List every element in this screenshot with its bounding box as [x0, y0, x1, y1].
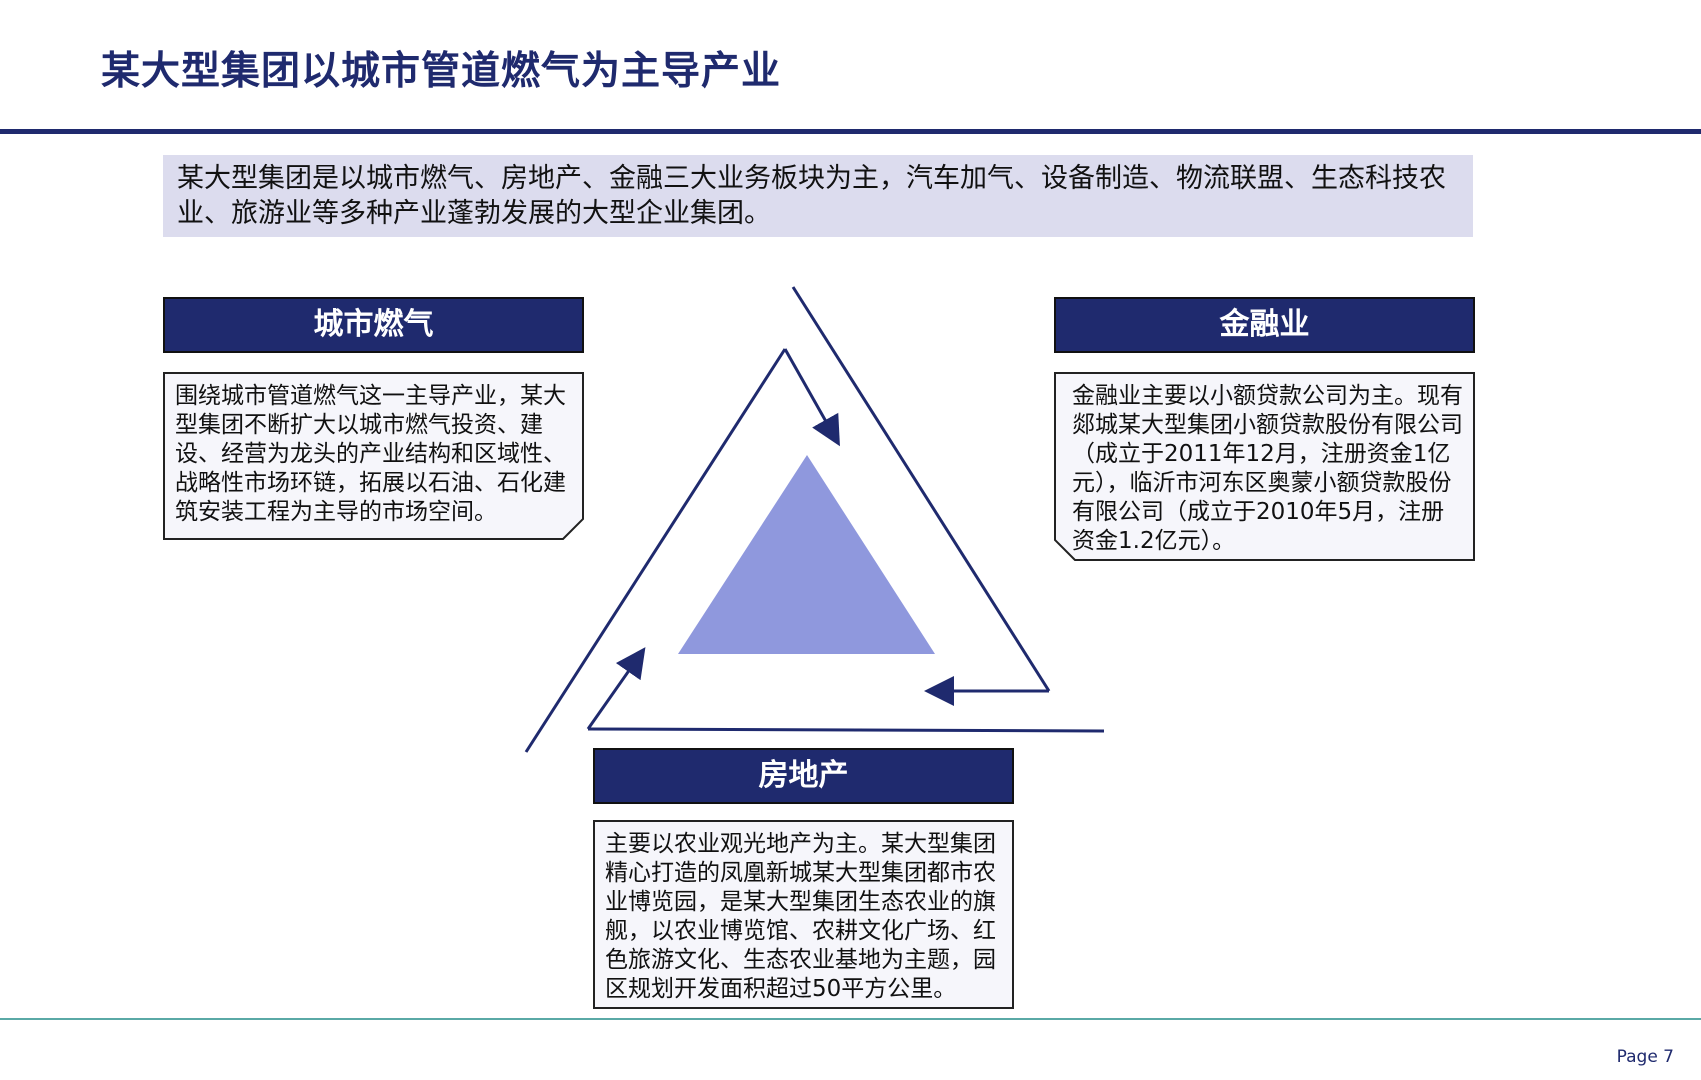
gas-header: 城市燃气	[163, 297, 584, 353]
realestate-header: 房地产	[593, 748, 1014, 804]
page-number: Page 7	[1616, 1047, 1674, 1067]
title-divider	[0, 129, 1701, 134]
page-fold-icon	[562, 518, 584, 540]
page-title: 某大型集团以城市管道燃气为主导产业	[101, 49, 782, 94]
finance-header: 金融业	[1054, 297, 1475, 353]
finance-description: 金融业主要以小额贷款公司为主。现有郯城某大型集团小额贷款股份有限公司（成立于20…	[1054, 372, 1475, 561]
arrow-top	[783, 348, 840, 447]
realestate-description: 主要以农业观光地产为主。某大型集团精心打造的凤凰新城某大型集团都市农业博览园，是…	[593, 820, 1014, 1009]
arrow-bottom	[586, 647, 646, 730]
gas-description: 围绕城市管道燃气这一主导产业，某大型集团不断扩大以城市燃气投资、建设、经营为龙头…	[163, 372, 584, 540]
page-fold-icon	[1054, 539, 1076, 561]
intro-banner: 某大型集团是以城市燃气、房地产、金融三大业务板块为主，汽车加气、设备制造、物流联…	[163, 155, 1473, 237]
realestate-description-text: 主要以农业观光地产为主。某大型集团精心打造的凤凰新城某大型集团都市农业博览园，是…	[605, 831, 996, 1002]
bottom-edge-line	[587, 727, 1105, 733]
right-edge-line	[791, 286, 1051, 692]
center-triangle	[678, 455, 935, 654]
footer-divider	[0, 1018, 1701, 1020]
gas-description-text: 围绕城市管道燃气这一主导产业，某大型集团不断扩大以城市燃气投资、建设、经营为龙头…	[175, 383, 566, 525]
left-edge-line	[524, 348, 787, 753]
finance-description-text: 金融业主要以小额贷款公司为主。现有郯城某大型集团小额贷款股份有限公司（成立于20…	[1072, 383, 1463, 554]
